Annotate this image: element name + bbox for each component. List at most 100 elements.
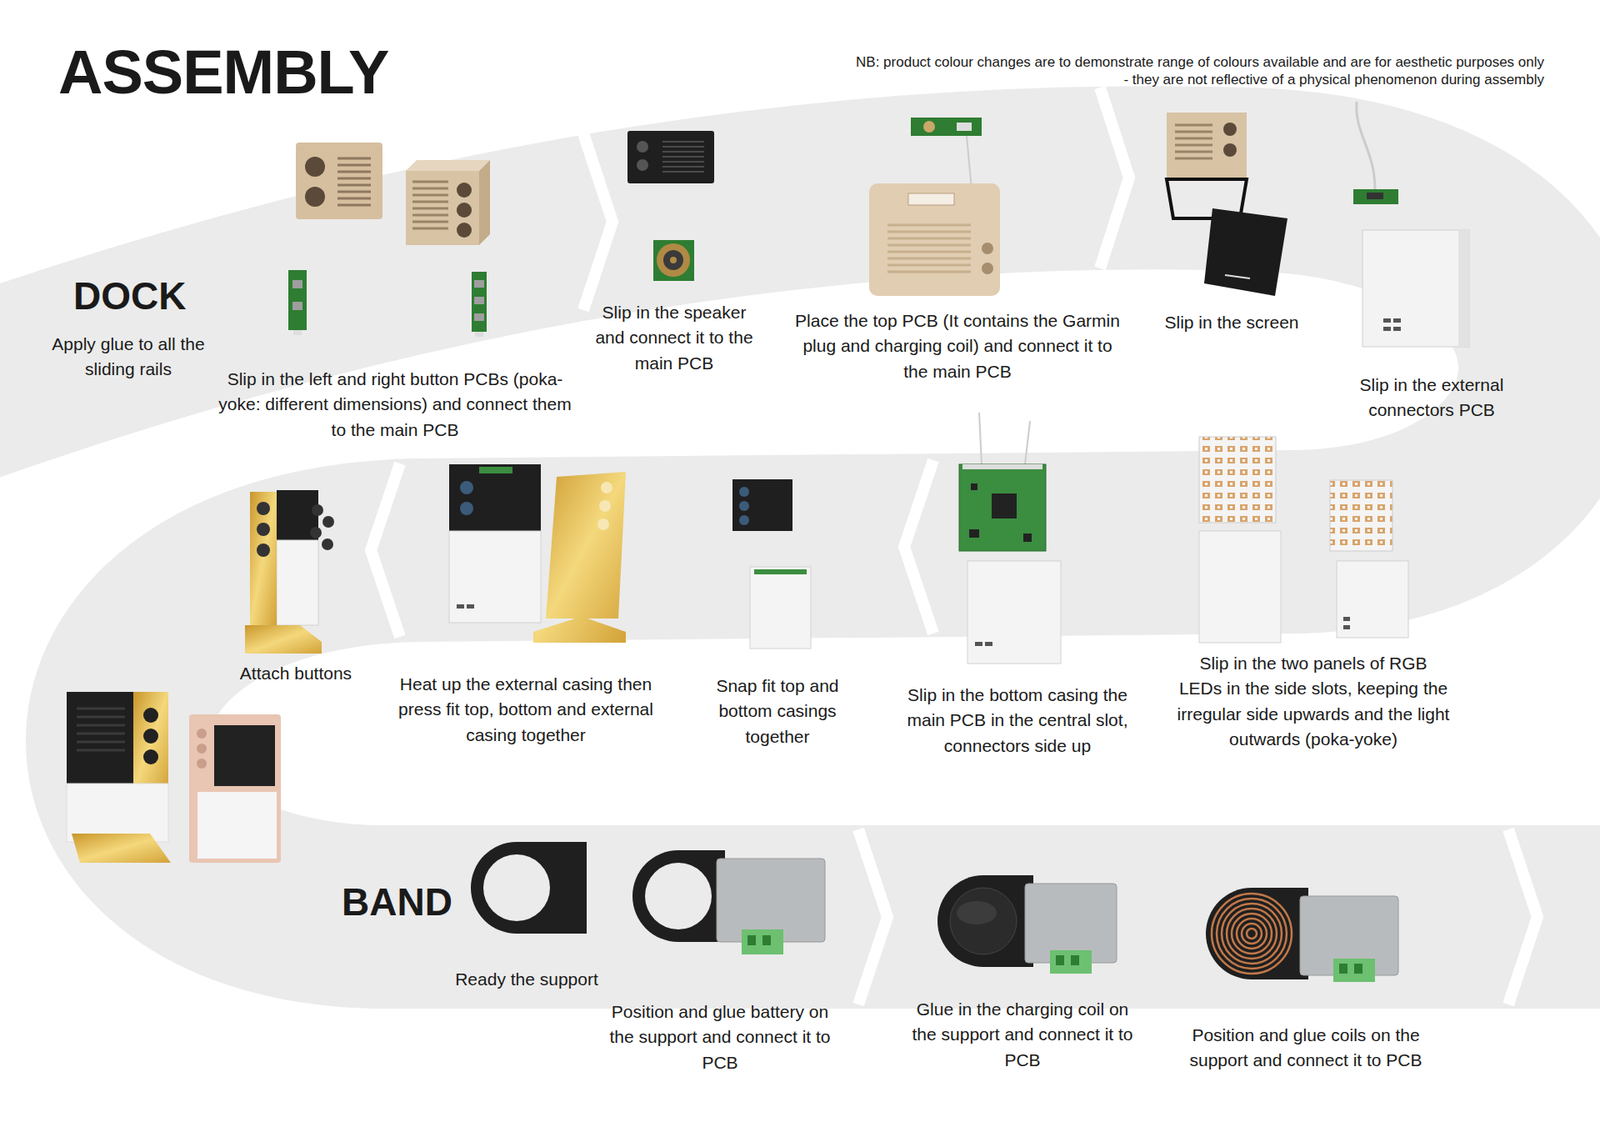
- screen-part: [1204, 208, 1288, 296]
- step-caption: Apply glue to all the sliding rails: [45, 331, 212, 383]
- band-support-part: [1211, 893, 1292, 974]
- page-title: ASSEMBLY: [58, 38, 389, 106]
- button-pcb-part: [292, 301, 303, 310]
- white-casing-part: [985, 641, 993, 646]
- dock-body-part: [449, 530, 541, 623]
- main-pcb-part: [959, 464, 1046, 551]
- band-support-part: [762, 935, 771, 945]
- flow-chevron-part: [858, 829, 888, 1005]
- tan-casing-part: [908, 193, 955, 205]
- tan-casing-part: [337, 184, 371, 187]
- main-pcb-part: [991, 493, 1017, 519]
- tan-casing-part: [479, 160, 490, 245]
- tan-casing-part: [305, 186, 325, 207]
- tan-casing-part: [412, 227, 449, 230]
- finished-dock-part: [76, 740, 125, 744]
- button-pcb-part: [471, 271, 487, 332]
- white-casing-part: [1393, 318, 1401, 323]
- finished-dock-part: [76, 715, 125, 719]
- flow-chevron-part: [370, 463, 400, 637]
- band-support-part: [1236, 918, 1267, 949]
- tan-casing-part: [887, 237, 971, 240]
- band-support-part: [1216, 898, 1287, 969]
- black-casing-part: [636, 140, 649, 153]
- tan-casing-part: [1175, 144, 1213, 147]
- band-support-part: [741, 929, 784, 955]
- finished-dock: [189, 714, 281, 863]
- loose-buttons-part: [310, 526, 322, 539]
- loose-buttons-part: [321, 538, 334, 550]
- white-casing-part: [1362, 230, 1470, 347]
- step-caption: Snap fit top and bottom casings together: [702, 673, 853, 750]
- main-pcb-part: [969, 529, 980, 538]
- main-pcb-part: [970, 483, 978, 490]
- speaker-part: [670, 256, 677, 264]
- tan-casing-part: [337, 190, 371, 194]
- connectors-pcb: [1353, 101, 1399, 205]
- button-pcb-part: [288, 270, 307, 330]
- dock-body-part: [460, 501, 474, 515]
- band-support-part: [747, 935, 756, 945]
- black-casing-part: [662, 165, 705, 168]
- button-pcb: [288, 270, 307, 335]
- gold-casing-part: [597, 518, 610, 530]
- finished-dock-part: [143, 728, 159, 744]
- black-casing-part: [662, 160, 705, 163]
- tan-casing-part: [981, 242, 994, 255]
- step-caption: Slip in the screen: [1131, 310, 1332, 335]
- dock-body-part: [466, 604, 475, 609]
- screen-part: [1225, 275, 1250, 279]
- finished-dock-part: [76, 749, 125, 752]
- white-casing-part: [1343, 625, 1350, 630]
- white-casing-part: [975, 641, 983, 646]
- flow-chevron-part: [1508, 829, 1538, 1005]
- note: NB: product colour changes are to demons…: [852, 53, 1545, 90]
- white-casing-part: [1336, 560, 1409, 638]
- white-casing-part: [1343, 616, 1350, 621]
- tan-casing-part: [1223, 143, 1237, 157]
- finished-dock-part: [143, 749, 159, 765]
- tan-casing-part: [887, 224, 971, 227]
- tan-casing-part: [337, 158, 371, 205]
- finished-dock-part: [214, 725, 275, 786]
- tan-casing-part: [412, 194, 449, 197]
- band-support-part: [1231, 913, 1272, 954]
- step-caption: Slip in the bottom casing the main PCB i…: [886, 682, 1150, 759]
- finished-dock-part: [76, 724, 125, 727]
- speaker-part: [653, 240, 695, 281]
- step-caption: Attach buttons: [212, 660, 380, 686]
- black-casing-part: [739, 500, 750, 511]
- speaker: [653, 240, 695, 281]
- tan-casing-part: [305, 156, 325, 177]
- band-support-part: [1221, 903, 1282, 964]
- section-heading: BAND: [341, 880, 525, 924]
- button-pcb: [471, 271, 487, 337]
- finished-dock-part: [76, 732, 125, 735]
- white-casing-part: [1383, 326, 1391, 331]
- finished-dock-part: [66, 783, 169, 842]
- gold-casing: [533, 471, 626, 643]
- flow-chevron-part: [1100, 87, 1130, 269]
- tan-casing-part: [337, 197, 371, 200]
- button-pcb-part: [292, 280, 303, 289]
- step-caption: Slip in the external connectors PCB: [1334, 372, 1530, 424]
- finished-dock-part: [71, 833, 171, 863]
- button-pcb-part: [474, 280, 485, 288]
- led-panel-part: [1199, 436, 1276, 523]
- band-support-part: [956, 900, 997, 925]
- tan-casing-part: [1166, 112, 1247, 180]
- main-pcb-part: [979, 412, 982, 465]
- black-casing-part: [662, 145, 705, 148]
- tan-casing-part: [887, 225, 971, 272]
- tan-casing-part: [456, 202, 472, 218]
- led-panel-part: [1330, 480, 1393, 551]
- white-casing-part: [1393, 326, 1401, 331]
- white-casing-part: [1458, 230, 1470, 347]
- loose-buttons-part: [322, 515, 335, 528]
- top-pcb-part: [910, 117, 982, 136]
- tan-casing-part: [887, 270, 971, 274]
- white-casing-part: [1383, 318, 1391, 323]
- gold-casing-part: [533, 471, 626, 643]
